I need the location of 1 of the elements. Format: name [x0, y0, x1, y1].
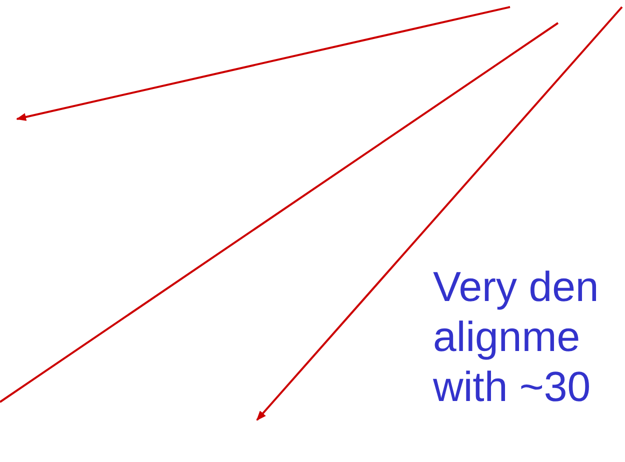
- note-text: Very den alignme with ~30: [433, 262, 600, 412]
